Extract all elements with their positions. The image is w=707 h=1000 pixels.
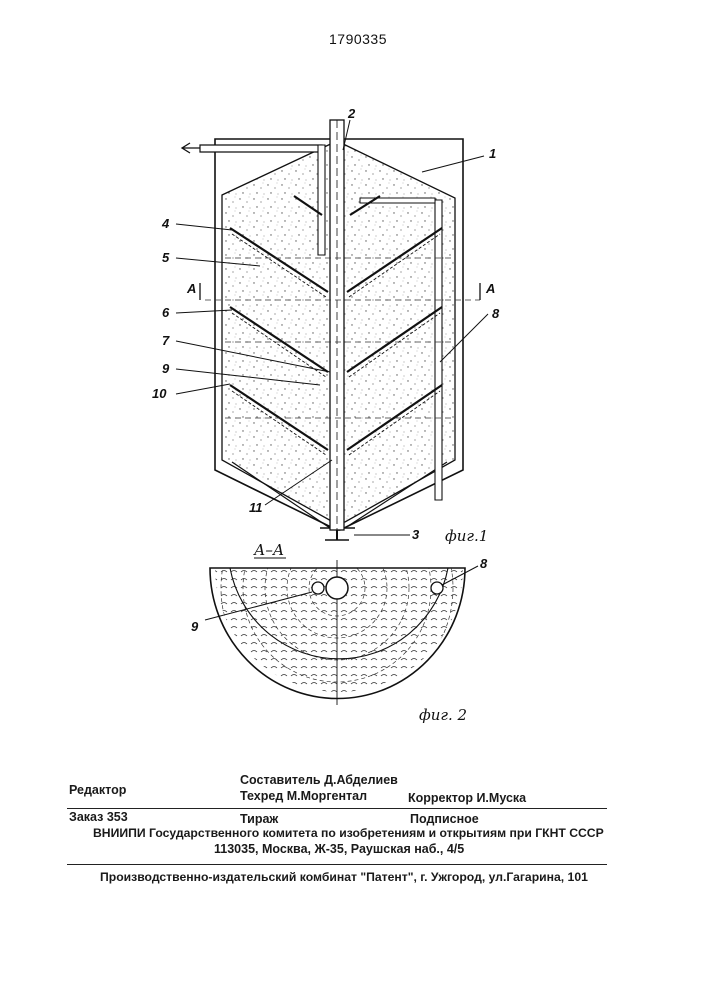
rule-bottom: [67, 864, 607, 865]
label-part-6: 6: [162, 305, 170, 320]
imprint-subscription: Подписное: [410, 812, 479, 826]
imprint-editor: Редактор: [69, 783, 126, 797]
fig2-label-9: 9: [191, 619, 199, 634]
label-part-7: 7: [162, 333, 170, 348]
imprint-address: 113035, Москва, Ж-35, Раушская наб., 4/5: [214, 842, 464, 856]
label-part-11: 11: [249, 500, 263, 515]
label-part-10: 10: [152, 386, 167, 401]
tube-8-section: [431, 582, 443, 594]
figure-2-caption: фиг. 2: [419, 706, 467, 724]
label-part-2: 2: [347, 106, 356, 121]
section-title: А–А: [253, 541, 284, 559]
imprint-order: Заказ 353: [69, 810, 128, 824]
label-part-5: 5: [162, 250, 170, 265]
imprint-compiler: Составитель Д.Абделиев: [240, 773, 398, 787]
imprint-techred: Техред М.Моргентал: [240, 789, 367, 803]
label-part-9: 9: [162, 361, 170, 376]
figure-1-caption: фиг.1: [445, 527, 488, 545]
central-pipe-section: [326, 577, 348, 599]
outlet-pipe: [200, 145, 322, 152]
imprint-circulation: Тираж: [240, 812, 278, 826]
side-tube: [435, 200, 442, 500]
label-part-8: 8: [492, 306, 500, 321]
rule-top: [67, 808, 607, 809]
outlet-arrow: [182, 143, 200, 153]
label-part-3: 3: [412, 527, 420, 542]
technical-drawing: A A 1 2 3 4 5 6 7 8 9 10 11 фиг.1: [0, 0, 707, 760]
figure-1: A A 1 2 3 4 5 6 7 8 9 10 11 фиг.1: [152, 106, 500, 545]
fig2-label-8: 8: [480, 556, 488, 571]
imprint-corrector: Корректор И.Муска: [408, 791, 526, 805]
label-part-1: 1: [489, 146, 496, 161]
section-marker-right: A: [485, 281, 495, 296]
tube-9-section: [312, 582, 324, 594]
imprint-org-line: ВНИИПИ Государственного комитета по изоб…: [93, 826, 604, 840]
section-marker-left: A: [186, 281, 196, 296]
imprint-publisher: Производственно-издательский комбинат "П…: [100, 870, 588, 884]
label-part-4: 4: [161, 216, 170, 231]
